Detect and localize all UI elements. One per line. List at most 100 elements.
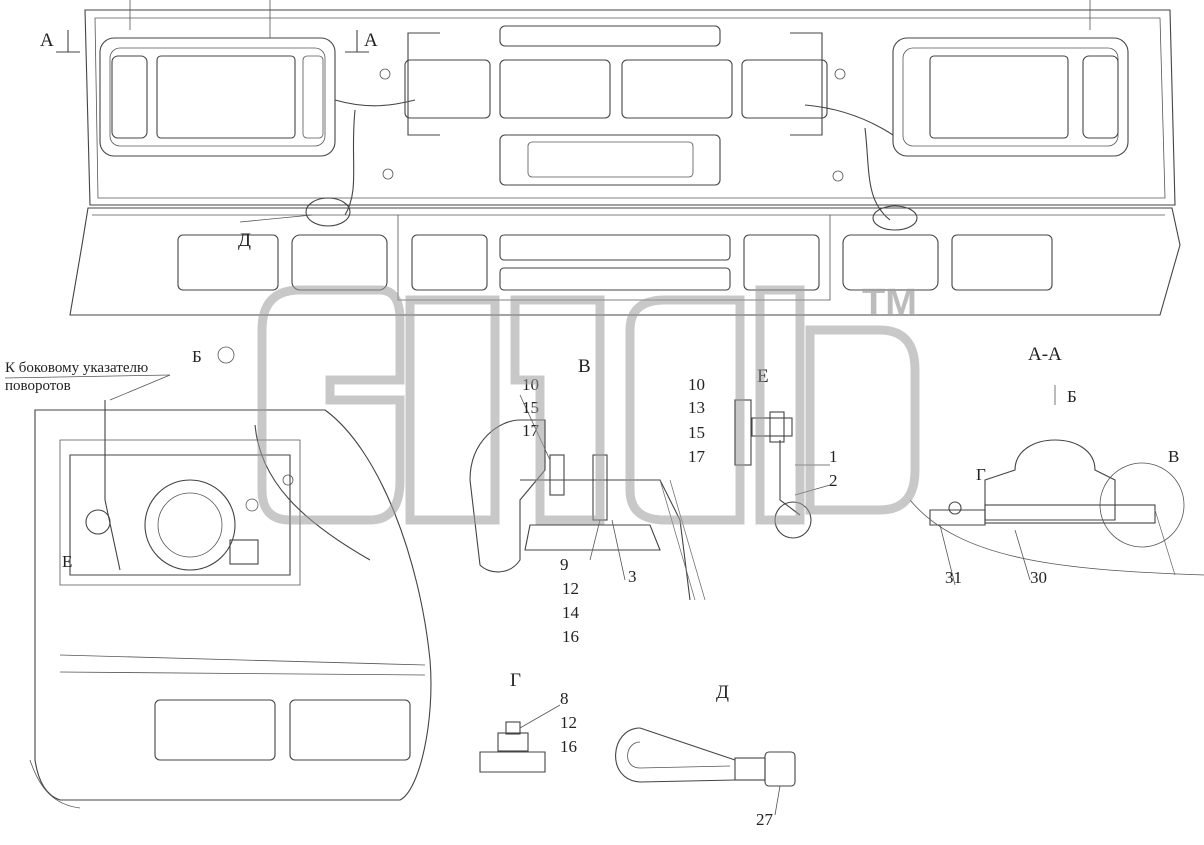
- front-panel-view: А А Д: [40, 0, 1181, 316]
- watermark-letter: [405, 295, 500, 525]
- left-lamp-frame: [99, 37, 336, 157]
- detail-v: В 10 15 17 9 12 14 16 3: [469, 356, 706, 646]
- clip-right: [872, 205, 918, 231]
- watermark-letter: [257, 285, 405, 525]
- callout-v-14: 14: [562, 603, 580, 622]
- label-section-aa: А-А: [1028, 344, 1062, 365]
- harness-right-drop: [864, 127, 891, 221]
- fog-lamp-right: [842, 234, 939, 291]
- lamp-lens: [157, 492, 223, 558]
- left-lamp-side: [302, 55, 324, 139]
- clip-loop-inner: [627, 741, 731, 769]
- bumper-center: [397, 215, 831, 301]
- side-harness: [254, 424, 371, 561]
- lamp-reflector: [144, 479, 236, 571]
- leader: [519, 394, 551, 461]
- note-line-1: К боковому указателю: [5, 360, 148, 376]
- slat-bottom: [499, 134, 721, 186]
- callout-v-17: 17: [522, 421, 540, 440]
- slat-2: [499, 59, 611, 119]
- clip-arm: [639, 727, 736, 761]
- lamp-bracket: [779, 440, 801, 516]
- side-recess: [59, 439, 301, 586]
- leader: [611, 519, 626, 581]
- left-lamp-main: [156, 55, 296, 139]
- right-lamp-inner: [902, 47, 1119, 147]
- callout-e-1: 1: [829, 447, 838, 466]
- section-label-a-left: А: [40, 30, 54, 51]
- label-detail-g: Г: [510, 670, 521, 691]
- callout-aa-30: 30: [1030, 568, 1047, 587]
- note-leader: [109, 374, 171, 401]
- bumper-slot-l1: [177, 234, 279, 291]
- clip-left: [305, 197, 351, 227]
- left-lamp-small: [111, 55, 148, 139]
- label-b-view: Б: [192, 347, 202, 366]
- right-lamp-frame: [892, 37, 1129, 157]
- leader: [774, 785, 781, 816]
- side-panel-outline: [34, 409, 432, 801]
- callout-g-8: 8: [560, 689, 569, 708]
- callout-d-27: 27: [756, 810, 774, 829]
- note-underline: [4, 374, 171, 379]
- side-wire: [104, 400, 121, 571]
- callout-e-2: 2: [829, 471, 838, 490]
- left-bracket: [407, 32, 440, 136]
- leader: [589, 519, 601, 561]
- bolt-shank: [751, 417, 793, 437]
- side-vent-1: [154, 699, 276, 761]
- slat-3: [621, 59, 733, 119]
- harness-left-drop: [344, 109, 356, 216]
- detail-v-circle: [1099, 462, 1185, 548]
- bumper-slot-c2: [499, 234, 731, 261]
- bracket-left: [929, 509, 986, 526]
- panel-hatch: [669, 479, 706, 601]
- bumper-slot-c1: [411, 234, 488, 291]
- lamp-housing: [69, 454, 291, 576]
- harness-left: [334, 99, 416, 107]
- side-vent-2: [289, 699, 411, 761]
- grille-inner: [94, 17, 1166, 199]
- leader: [519, 704, 561, 729]
- label-d-top: Д: [238, 230, 251, 251]
- detail-d: Д 27: [615, 682, 796, 829]
- callout-v-16: 16: [562, 627, 579, 646]
- callout-v-3: 3: [628, 567, 637, 586]
- grille-outline: [84, 9, 1176, 206]
- right-lamp-main: [929, 55, 1069, 139]
- side-bottom-curve: [29, 759, 81, 809]
- watermark-letter: [625, 295, 745, 525]
- leader: [939, 524, 956, 586]
- watermark-letter: [510, 295, 605, 525]
- lamp-dome: [984, 439, 1116, 521]
- nut: [497, 732, 529, 752]
- bolt: [832, 170, 844, 182]
- left-lamp-inner: [109, 47, 326, 147]
- screw-1: [549, 454, 565, 496]
- turn-lamp: [85, 509, 111, 535]
- side-view: К боковому указателю поворотов Б Е: [4, 346, 432, 809]
- slat-1: [404, 59, 491, 119]
- callout-g-12: 12: [560, 713, 577, 732]
- bolt-head: [505, 721, 521, 735]
- callout-v-9: 9: [560, 555, 569, 574]
- label-b-arrow: Б: [1067, 387, 1077, 406]
- callout-e-17: 17: [688, 447, 706, 466]
- bolt: [834, 68, 846, 80]
- bumper-slot-r1: [951, 234, 1053, 291]
- body-contour: [909, 499, 1204, 576]
- mount-profile: [520, 479, 691, 601]
- callout-e-13: 13: [688, 398, 705, 417]
- clip-loop-outer: [615, 727, 736, 783]
- bolt: [379, 68, 391, 80]
- lamp-body-section: [469, 419, 546, 573]
- connector-body: [734, 757, 766, 781]
- label-detail-d: Д: [716, 682, 729, 703]
- watermark-logo: TM: [257, 282, 920, 525]
- mount-plate: [479, 751, 546, 773]
- bolt: [382, 168, 394, 180]
- label-e-small: Е: [62, 552, 72, 571]
- note-line-2: поворотов: [5, 378, 71, 394]
